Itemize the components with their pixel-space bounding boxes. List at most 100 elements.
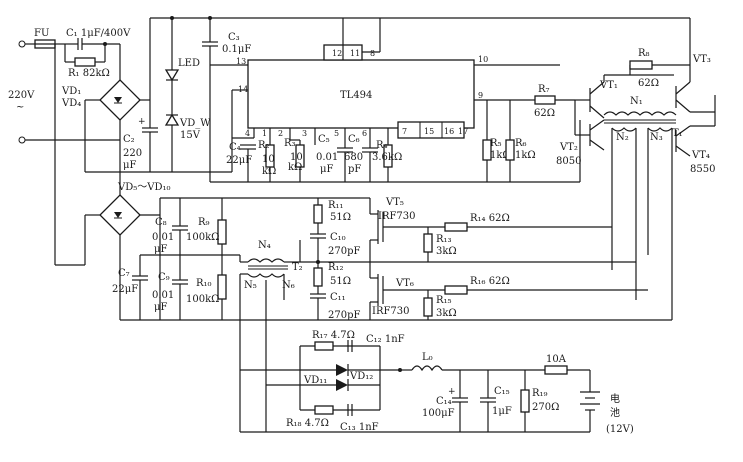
capacitor-c8-value: 0.01 xyxy=(152,232,174,243)
inductor-l0-label: L₀ xyxy=(422,352,433,363)
capacitor-c12-label: C₁₂ 1nF xyxy=(366,334,405,345)
transistor-vt4-type: 8550 xyxy=(690,164,715,175)
resistor-r13-value: 3kΩ xyxy=(436,246,457,257)
winding-n5-label: N₅ xyxy=(244,280,257,291)
resistor-r14 xyxy=(428,222,612,232)
winding-n1-label: N₁ xyxy=(630,96,643,107)
capacitor-c10-label: C₁₀ xyxy=(330,232,346,243)
resistor-r7-value: 62Ω xyxy=(534,108,555,119)
bridge-rectifier-1 xyxy=(84,18,151,172)
mosfet-vt6-type: IRF730 xyxy=(372,306,410,317)
diode-vd11 xyxy=(266,379,380,391)
capacitor-c2-plus: + xyxy=(138,117,146,127)
resistor-r15-value: 3kΩ xyxy=(436,308,457,319)
capacitor-c5 xyxy=(337,147,353,182)
resistor-r5 xyxy=(482,100,492,182)
resistor-r15-label: R₁₅ xyxy=(436,295,452,306)
input-ac-symbol: ~ xyxy=(16,102,24,113)
resistor-r6 xyxy=(505,100,515,182)
resistor-r2-unit: kΩ xyxy=(262,166,276,177)
capacitor-c10-value: 270pF xyxy=(328,246,360,257)
resistor-r10 xyxy=(217,255,227,320)
transistor-vt4 xyxy=(675,112,716,157)
bridge-rectifier-2 xyxy=(35,43,160,320)
resistor-r6-value: 1kΩ xyxy=(515,150,536,161)
ic-part-label: TL494 xyxy=(340,90,372,101)
winding-n6-label: N₆ xyxy=(282,280,295,291)
resistor-r10-label: R₁₀ xyxy=(196,278,212,289)
resistor-r8 xyxy=(629,60,690,75)
ic-pin-16: 16 xyxy=(444,127,454,136)
resistor-r8-label: R₈ xyxy=(638,48,650,59)
resistor-r14-label: R₁₄ 62Ω xyxy=(470,213,510,224)
led-and-zener xyxy=(164,18,180,172)
diode-vd11-label: VD₁₁ xyxy=(303,375,327,386)
ic-pin-11: 11 xyxy=(350,49,360,58)
capacitor-c15 xyxy=(480,370,496,432)
ic-tl494 xyxy=(210,18,560,172)
ic-pin-5: 5 xyxy=(334,129,339,138)
battery-voltage: (12V) xyxy=(606,424,634,435)
capacitor-c15-value: 1μF xyxy=(492,406,512,417)
capacitor-c4-value: 22μF xyxy=(226,155,252,166)
resistor-r9-label: R₉ xyxy=(198,217,210,228)
capacitor-c15-label: C₁₅ xyxy=(494,386,510,397)
diode-vd5-vd10-label: VD₅～VD₁₀ xyxy=(117,182,171,193)
ic-bottom-leads xyxy=(253,128,389,148)
resistor-r3-value: 10 xyxy=(290,152,303,163)
resistor-r4 xyxy=(383,144,393,182)
capacitor-c4 xyxy=(232,137,256,182)
resistor-r19 xyxy=(520,370,530,432)
resistor-r16 xyxy=(428,285,648,295)
diode-vd12 xyxy=(240,364,400,376)
battery xyxy=(580,391,600,432)
transistor-vt1 xyxy=(575,74,660,119)
resistor-r12-label: R₁₂ xyxy=(328,262,344,273)
capacitor-c8 xyxy=(172,198,188,255)
mosfet-vt6 xyxy=(369,262,428,320)
transistor-vt1-label: VT₁ xyxy=(599,80,618,91)
resistor-r10-value: 100kΩ xyxy=(186,294,219,305)
snubber-r18-c13 xyxy=(314,404,353,416)
resistor-r7-label: R₇ xyxy=(538,84,550,95)
ic-pin-3: 3 xyxy=(302,129,307,138)
resistor-r19-value: 270Ω xyxy=(532,402,559,413)
ic-pin-12: 12 xyxy=(332,49,342,58)
capacitor-c11-value: 270pF xyxy=(328,310,360,321)
resistor-r19-label: R₁₉ xyxy=(532,388,548,399)
ic-pin-4: 4 xyxy=(245,129,250,138)
ic-pin-6: 6 xyxy=(362,129,367,138)
fuse-output xyxy=(544,365,591,392)
capacitor-c9-value: 0.01 xyxy=(152,290,174,301)
input-voltage-label: 220V xyxy=(8,90,35,101)
resistor-r17-label: R₁₇ 4.7Ω xyxy=(312,330,355,341)
resistor-r9-value: 100kΩ xyxy=(186,232,219,243)
capacitor-c3-label: C₃ xyxy=(228,32,240,43)
diode-vd1-label: VD₁ xyxy=(61,86,81,97)
zener-vdw-value: 15V xyxy=(180,130,201,141)
capacitor-c14-plus: + xyxy=(448,387,456,397)
capacitor-c2-unit: μF xyxy=(123,160,136,171)
mosfet-vt6-label: VT₆ xyxy=(395,278,414,289)
capacitor-c9 xyxy=(172,255,188,320)
ic-pin-1: 1 xyxy=(262,129,267,138)
snubber-r11-c10 xyxy=(310,198,326,262)
battery-label-2: 池 xyxy=(610,406,620,419)
capacitor-c14 xyxy=(452,370,468,432)
capacitor-c3 xyxy=(202,18,218,182)
capacitor-c3-value: 0.1μF xyxy=(222,44,251,55)
capacitor-c8-label: C₈ xyxy=(155,217,167,228)
resistor-r4-value: 3.6kΩ xyxy=(372,152,402,163)
capacitor-c2 xyxy=(142,100,158,172)
resistor-r7 xyxy=(530,95,575,105)
mosfet-vt5 xyxy=(360,197,428,262)
transistor-vt2-type: 8050 xyxy=(556,156,581,167)
fuse-fu-label: FU xyxy=(34,28,49,39)
snubber-r17-c12 xyxy=(314,340,353,352)
winding-n3-label: N₃ xyxy=(650,132,663,143)
capacitor-c9-unit: μF xyxy=(154,302,167,313)
resistor-r5-label: R₅ xyxy=(490,138,502,149)
input-terminals xyxy=(18,40,120,144)
capacitor-c4-label: C₄ xyxy=(229,142,241,153)
